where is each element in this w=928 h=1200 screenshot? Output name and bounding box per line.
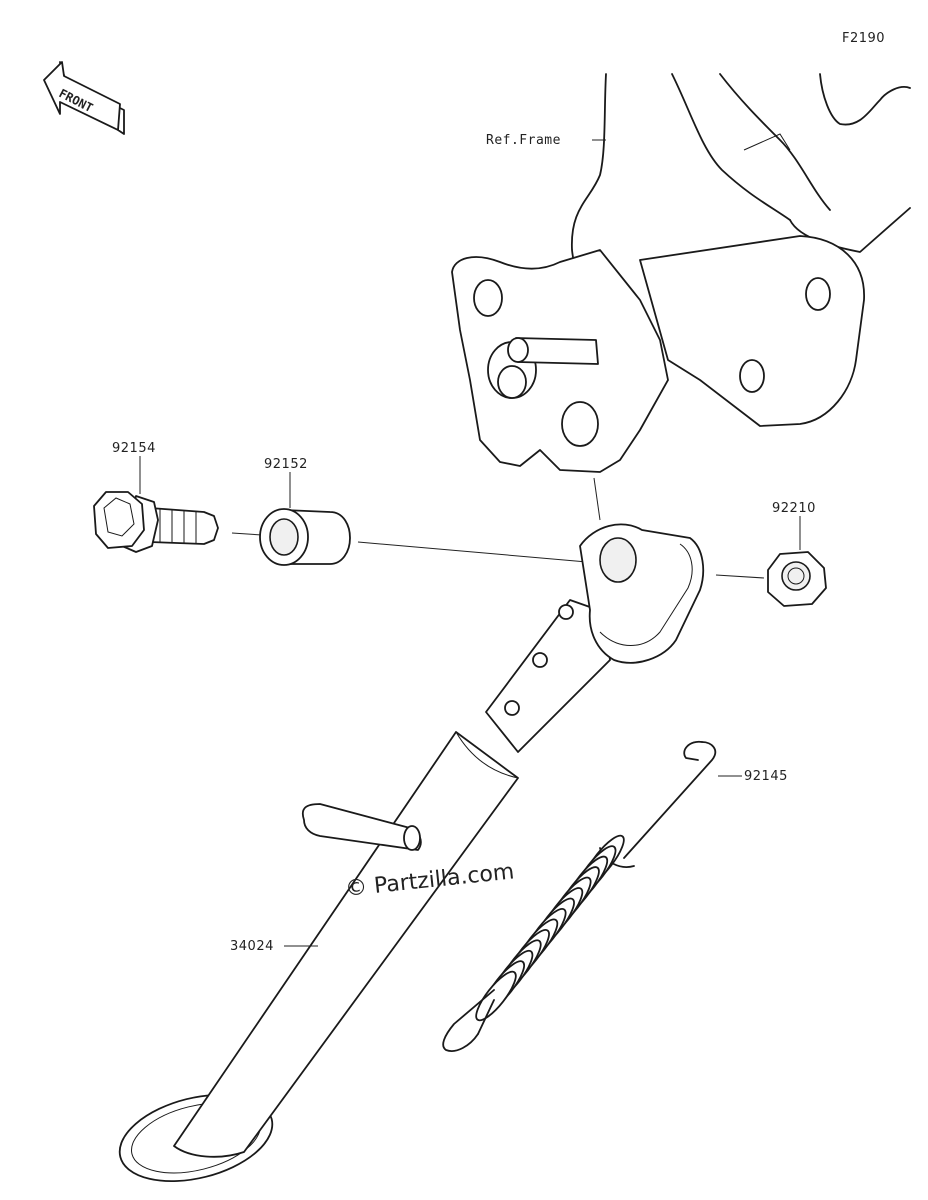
part-label-92210: 92210 bbox=[772, 501, 816, 516]
side-stand-34024 bbox=[118, 523, 705, 1183]
spring-92145 bbox=[442, 740, 717, 1052]
part-label-92152: 92152 bbox=[264, 457, 308, 472]
front-arrow-icon: FRONT bbox=[43, 61, 125, 135]
bolt-92154 bbox=[93, 491, 219, 553]
frame-bracket bbox=[451, 73, 911, 521]
part-label-92145: 92145 bbox=[744, 769, 788, 784]
diagram-code: F2190 bbox=[842, 31, 885, 46]
nut-92210 bbox=[767, 551, 827, 607]
ref-frame-label: Ref.Frame bbox=[486, 133, 561, 148]
part-label-34024: 34024 bbox=[230, 939, 274, 954]
spring-coil bbox=[475, 970, 517, 1022]
collar-92152 bbox=[259, 508, 351, 566]
part-label-92154: 92154 bbox=[112, 441, 156, 456]
spring-coils bbox=[475, 834, 625, 1022]
